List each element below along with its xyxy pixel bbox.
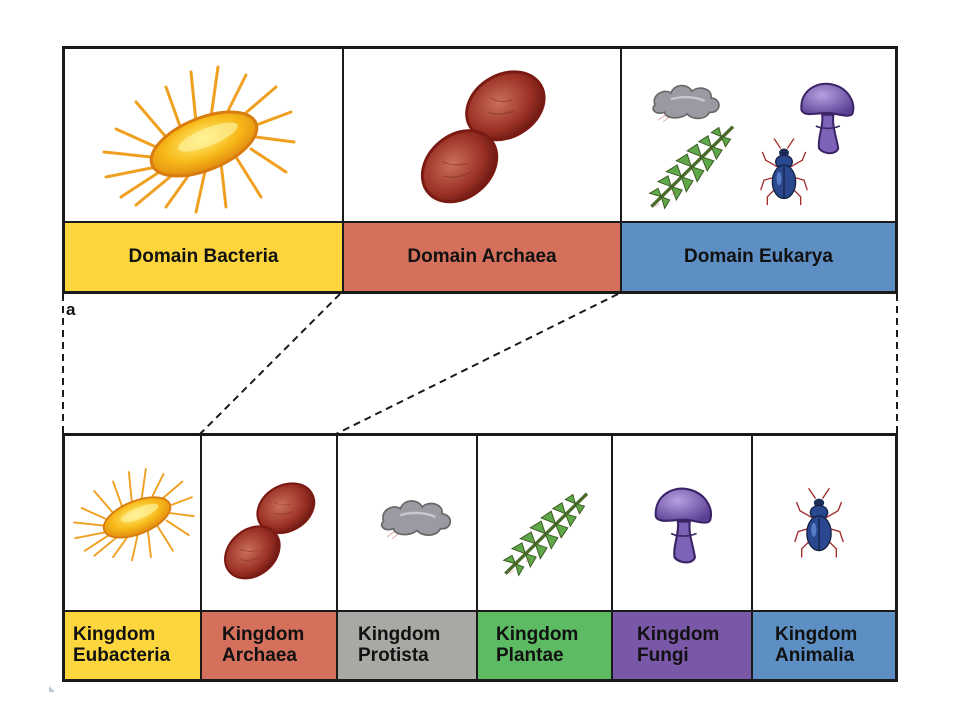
kingdom-divider xyxy=(751,436,753,679)
domain-panel: Domain Bacteria Domain Archaea Domain Eu… xyxy=(62,46,898,294)
bacterium-icon xyxy=(69,448,195,578)
kingdom-label-line2: Animalia xyxy=(775,645,855,666)
kingdom-label-line2: Eubacteria xyxy=(73,645,171,666)
fern-leaf-icon xyxy=(497,480,597,584)
kingdom-label-plantae: Kingdom Plantae xyxy=(478,612,611,679)
kingdom-label-line2: Archaea xyxy=(222,645,297,666)
mushroom-icon xyxy=(649,476,717,574)
kingdom-label-fungi: Kingdom Fungi xyxy=(613,612,751,679)
kingdom-label-line1: Kingdom xyxy=(73,624,156,645)
kingdom-label-line1: Kingdom xyxy=(775,624,858,645)
kingdom-label-eubacteria: Kingdom Eubacteria xyxy=(65,612,200,679)
protist-cloud-icon xyxy=(375,492,459,542)
domain-label-divider xyxy=(65,221,895,223)
domain-label-bacteria: Domain Bacteria xyxy=(65,223,342,291)
kingdom-label-divider xyxy=(65,610,895,612)
domain-label-archaea: Domain Archaea xyxy=(344,223,620,291)
kingdom-label-line1: Kingdom xyxy=(637,624,720,645)
kingdom-label-line2: Fungi xyxy=(637,645,689,666)
connector-line xyxy=(335,293,619,435)
corner-mark xyxy=(49,686,55,692)
connector-line xyxy=(199,293,341,435)
kingdom-label-line1: Kingdom xyxy=(358,624,441,645)
kingdom-panel: Kingdom Eubacteria Kingdom Archaea Kingd… xyxy=(62,433,898,682)
domain-label-text: Domain Eukarya xyxy=(684,246,833,267)
kingdom-label-line1: Kingdom xyxy=(496,624,579,645)
domain-divider xyxy=(620,49,622,291)
figure-marker: a xyxy=(66,300,76,319)
domain-label-text: Domain Archaea xyxy=(407,246,557,267)
kingdom-label-line2: Protista xyxy=(358,645,429,666)
kingdom-divider xyxy=(611,436,613,679)
kingdom-label-line1: Kingdom xyxy=(222,624,305,645)
kingdom-label-protista: Kingdom Protista xyxy=(338,612,476,679)
kingdom-divider xyxy=(200,436,202,679)
beetle-icon xyxy=(793,480,845,564)
kingdom-divider xyxy=(336,436,338,679)
archaea-icon xyxy=(211,474,325,588)
kingdom-label-archaea: Kingdom Archaea xyxy=(202,612,336,679)
kingdom-label-animalia: Kingdom Animalia xyxy=(753,612,895,679)
kingdom-label-line2: Plantae xyxy=(496,645,564,666)
domain-divider xyxy=(342,49,344,291)
kingdom-divider xyxy=(476,436,478,679)
domain-label-text: Domain Bacteria xyxy=(128,246,279,267)
domain-label-eukarya: Domain Eukarya xyxy=(622,223,895,291)
